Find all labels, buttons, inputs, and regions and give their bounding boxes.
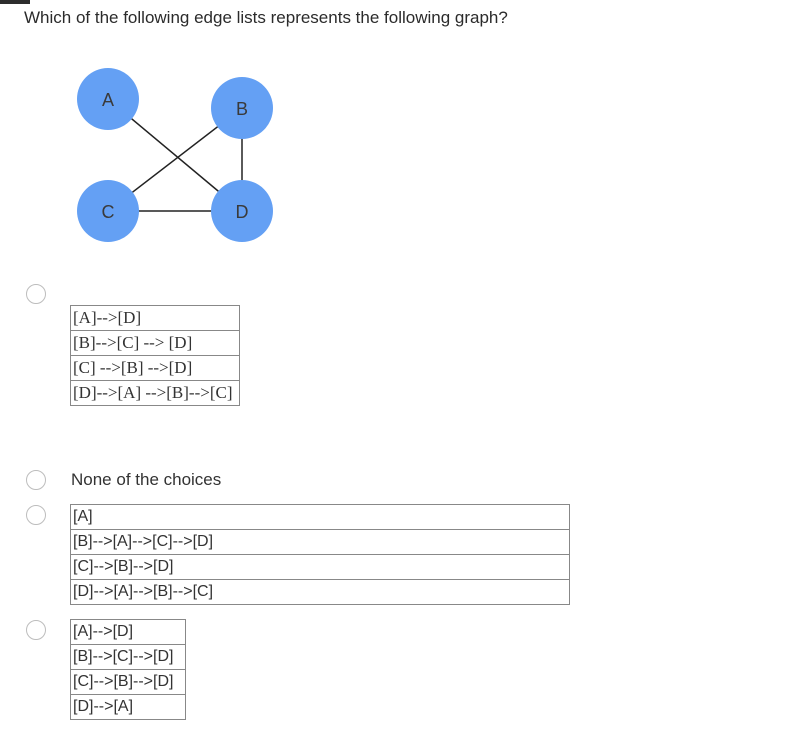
table-row: [B]-->[C]-->[D] bbox=[70, 644, 186, 670]
node-b-label: B bbox=[236, 99, 248, 119]
edge-list-cell: [A]-->[D] bbox=[70, 619, 186, 645]
node-a-label: A bbox=[102, 90, 114, 110]
edge-list-cell: [A]-->[D] bbox=[70, 305, 240, 331]
node-c: C bbox=[77, 180, 139, 242]
table-row: [A]-->[D] bbox=[70, 305, 240, 331]
top-corner-bar bbox=[0, 0, 30, 4]
node-d: D bbox=[211, 180, 273, 242]
node-c-label: C bbox=[102, 202, 115, 222]
option-1-radio[interactable] bbox=[26, 284, 46, 304]
question-text: Which of the following edge lists repres… bbox=[24, 8, 508, 27]
edge-list-cell: [D]-->[A]-->[B]-->[C] bbox=[70, 579, 570, 605]
option-4-edge-list: [A]-->[D] [B]-->[C]-->[D] [C]-->[B]-->[D… bbox=[70, 619, 186, 720]
option-1-edge-list: [A]-->[D] [B]-->[C] --> [D] [C] -->[B] -… bbox=[70, 305, 240, 406]
table-row: [A]-->[D] bbox=[70, 619, 186, 645]
table-row: [D]-->[A]-->[B]-->[C] bbox=[70, 579, 570, 605]
option-3-edge-list: [A] [B]-->[A]-->[C]-->[D] [C]-->[B]-->[D… bbox=[70, 504, 570, 605]
edge-list-cell: [B]-->[A]-->[C]-->[D] bbox=[70, 529, 570, 555]
edge-list-cell: [C]-->[B]-->[D] bbox=[70, 669, 186, 695]
edge-list-cell: [A] bbox=[70, 504, 570, 530]
node-d-label: D bbox=[236, 202, 249, 222]
option-2-label: None of the choices bbox=[71, 470, 222, 489]
option-4-radio[interactable] bbox=[26, 620, 46, 640]
option-2-radio[interactable] bbox=[26, 470, 46, 490]
table-row: [C] -->[B] -->[D] bbox=[70, 355, 240, 381]
table-row: [D]-->[A] -->[B]-->[C] bbox=[70, 380, 240, 406]
edge-list-cell: [B]-->[C]-->[D] bbox=[70, 644, 186, 670]
table-row: [B]-->[A]-->[C]-->[D] bbox=[70, 529, 570, 555]
table-row: [C]-->[B]-->[D] bbox=[70, 669, 186, 695]
table-row: [C]-->[B]-->[D] bbox=[70, 554, 570, 580]
edge-list-cell: [C] -->[B] -->[D] bbox=[70, 355, 240, 381]
edge-list-cell: [B]-->[C] --> [D] bbox=[70, 330, 240, 356]
node-a: A bbox=[77, 68, 139, 130]
table-row: [B]-->[C] --> [D] bbox=[70, 330, 240, 356]
table-row: [A] bbox=[70, 504, 570, 530]
node-b: B bbox=[211, 77, 273, 139]
table-row: [D]-->[A] bbox=[70, 694, 186, 720]
edge-list-cell: [D]-->[A] -->[B]-->[C] bbox=[70, 380, 240, 406]
edge-list-cell: [D]-->[A] bbox=[70, 694, 186, 720]
option-3-radio[interactable] bbox=[26, 505, 46, 525]
edge-list-cell: [C]-->[B]-->[D] bbox=[70, 554, 570, 580]
